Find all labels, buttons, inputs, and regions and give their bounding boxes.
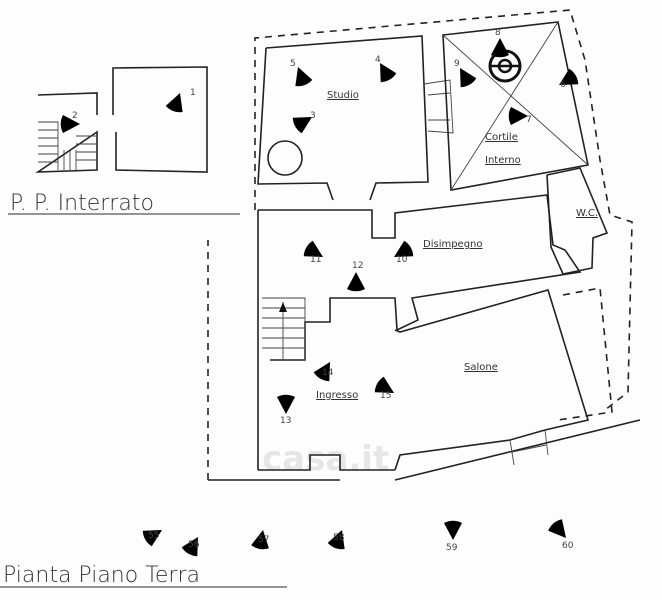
svg-text:11: 11 xyxy=(310,255,321,265)
svg-text:4: 4 xyxy=(375,55,381,65)
svg-text:5: 5 xyxy=(290,59,296,69)
room-label-wc: W.C. xyxy=(576,208,598,219)
svg-text:13: 13 xyxy=(280,416,291,426)
photo-marker[interactable]: 1 2 3 4 5 6 7 8 9 10 11 12 13 14 15 55 5… xyxy=(60,28,581,559)
svg-text:7: 7 xyxy=(526,115,532,125)
svg-text:10: 10 xyxy=(396,255,408,265)
room-wc xyxy=(546,167,609,275)
room-label-salone: Salone xyxy=(464,362,498,373)
svg-text:57: 57 xyxy=(258,535,269,545)
svg-text:8: 8 xyxy=(495,28,501,38)
room-label-cortile-2: Interno xyxy=(485,155,521,166)
svg-text:60: 60 xyxy=(562,541,574,551)
ground-floor-title: Pianta Piano Terra xyxy=(3,563,200,588)
svg-text:55: 55 xyxy=(148,531,159,541)
room-label-ingresso: Ingresso xyxy=(316,390,358,401)
svg-text:59: 59 xyxy=(446,543,458,553)
svg-text:2: 2 xyxy=(72,111,78,121)
room-label-disimpegno: Disimpegno xyxy=(423,239,483,250)
svg-text:3: 3 xyxy=(310,111,316,121)
room-label-studio: Studio xyxy=(327,90,359,101)
room-studio xyxy=(257,35,429,201)
svg-text:1: 1 xyxy=(190,88,196,98)
room-label-cortile: Cortile xyxy=(485,132,518,143)
svg-text:6: 6 xyxy=(560,80,566,90)
basement-title: P. P. Interrato xyxy=(10,191,154,216)
svg-text:14: 14 xyxy=(322,368,334,378)
watermark: casa.it xyxy=(262,439,389,479)
round-table xyxy=(267,140,303,176)
svg-text:12: 12 xyxy=(352,261,363,271)
svg-text:58: 58 xyxy=(333,533,345,543)
stair-arrow-icon xyxy=(279,302,287,312)
property-boundary xyxy=(207,9,633,480)
svg-text:56: 56 xyxy=(188,540,200,550)
svg-text:15: 15 xyxy=(380,391,391,401)
svg-text:9: 9 xyxy=(454,59,460,69)
basement-plan xyxy=(35,66,208,173)
